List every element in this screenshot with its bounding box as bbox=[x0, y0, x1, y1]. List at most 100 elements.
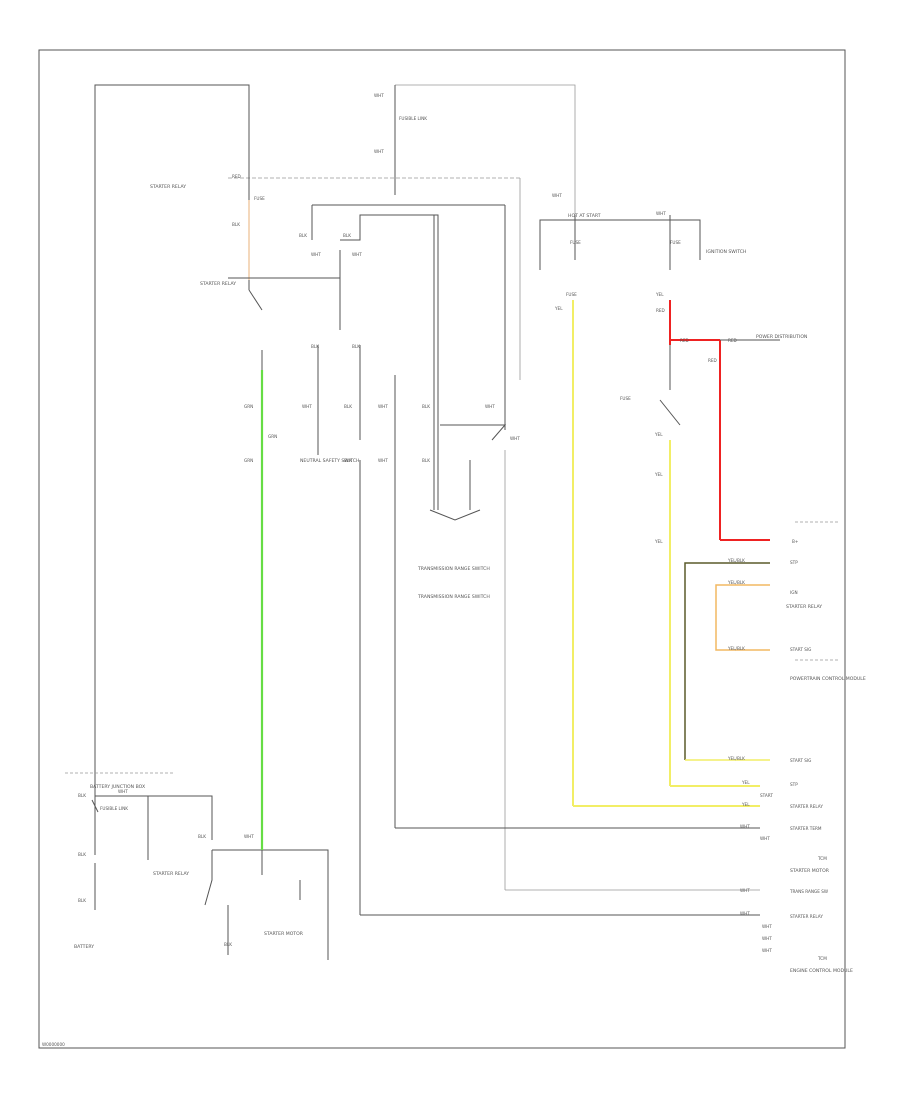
label-wht-k: WHT bbox=[656, 211, 666, 216]
label-wt-top2: WHT bbox=[374, 149, 384, 154]
label-red-e: RED bbox=[708, 358, 717, 363]
label-wht-o: WHT bbox=[740, 911, 750, 916]
label-red-d: RED bbox=[728, 338, 737, 343]
label-yel-c: YEL bbox=[654, 432, 663, 437]
label-wht-e: WHT bbox=[302, 404, 312, 409]
label-ground: NEUTRAL SAFETY SWITCH bbox=[300, 458, 359, 464]
label-ylw-blk-b: YEL/BLK bbox=[727, 580, 745, 585]
label-wht-c: WHT bbox=[311, 252, 321, 257]
label-wht-n: WHT bbox=[760, 836, 770, 841]
wire-olive bbox=[684, 562, 770, 760]
wire-switch-right bbox=[440, 424, 507, 441]
label-tcm: TCM bbox=[817, 856, 827, 861]
ign-switch-sym bbox=[659, 399, 681, 426]
label-fuse-c: FUSE bbox=[670, 240, 681, 245]
label-blk-j: BLK bbox=[78, 793, 86, 798]
label-wht-m: WHT bbox=[740, 888, 750, 893]
label-red-a: RED bbox=[232, 174, 241, 179]
bus-right-top bbox=[539, 219, 701, 270]
label-grn-b: GRN bbox=[268, 434, 277, 439]
label-fuse-a: FUSE bbox=[254, 196, 265, 201]
relay-switch-sym bbox=[248, 289, 263, 311]
label-wt-top: WHT bbox=[374, 93, 384, 98]
label-fuse-d: FUSE bbox=[566, 292, 577, 297]
label-ylw-blk-a: YEL/BLK bbox=[727, 558, 745, 563]
label-start-sig: START SIG bbox=[790, 647, 811, 652]
diagram-frame bbox=[38, 49, 846, 1049]
label-wht-t: WHT bbox=[244, 834, 254, 839]
label-yel-e: YEL bbox=[654, 539, 663, 544]
relay-switch-left bbox=[204, 850, 213, 906]
label-wht-d: WHT bbox=[352, 252, 362, 257]
label-yel-d: YEL bbox=[654, 472, 663, 477]
label-start-sig2: START SIG bbox=[790, 758, 811, 763]
label-grn-a: GRN bbox=[244, 404, 253, 409]
label-blk-e: BLK bbox=[352, 344, 360, 349]
label-blk-l: BLK bbox=[198, 834, 206, 839]
wire-starter-box bbox=[212, 849, 329, 960]
label-blk-n: BLK bbox=[224, 942, 232, 947]
right-wiring bbox=[360, 215, 840, 916]
trans-switch-symbol bbox=[429, 509, 481, 521]
label-starter-relay-mid: STARTER RELAY bbox=[200, 281, 236, 287]
wire-orange bbox=[715, 584, 770, 651]
label-battery: BATTERY bbox=[74, 944, 94, 950]
label-stp: STP bbox=[790, 560, 798, 565]
label-starter-relay-b: STARTER RELAY bbox=[153, 871, 189, 877]
label-starter-term: STARTER TERM bbox=[790, 826, 822, 831]
label-blk-d: BLK bbox=[311, 344, 319, 349]
label-yel-b: YEL bbox=[655, 292, 664, 297]
label-red-c: RED bbox=[680, 338, 689, 343]
label-engine-control: ENGINE CONTROL MODULE bbox=[790, 968, 853, 974]
label-start-relay-right: STARTER RELAY bbox=[786, 604, 822, 610]
label-trans-switch-2: TRANSMISSION RANGE SWITCH bbox=[417, 594, 490, 600]
label-blk-m: BLK bbox=[78, 898, 86, 903]
label-wht-p: WHT bbox=[762, 924, 772, 929]
label-blk-f: BLK bbox=[344, 404, 352, 409]
label-wht-f: WHT bbox=[378, 404, 388, 409]
label-fuse-e: FUSE bbox=[620, 396, 631, 401]
label-grn-c: GRN bbox=[244, 458, 253, 463]
label-ylw-blk-c: YEL/BLK bbox=[727, 646, 745, 651]
label-blk-i: BLK bbox=[422, 458, 430, 463]
label-yel-a: YEL bbox=[554, 306, 563, 311]
label-ign: IGN bbox=[790, 590, 798, 595]
fuse-link-symbol bbox=[91, 799, 99, 813]
label-pcm: POWERTRAIN CONTROL MODULE bbox=[790, 676, 866, 682]
label-yel-f: YEL bbox=[741, 780, 750, 785]
label-starter-motor-r: STARTER MOTOR bbox=[790, 868, 830, 874]
label-blk-b: BLK bbox=[299, 233, 307, 238]
label-blk-c: BLK bbox=[343, 233, 351, 238]
label-starter-relay-r3: STARTER RELAY bbox=[790, 914, 823, 919]
label-wht-q: WHT bbox=[762, 936, 772, 941]
label-trans-switch-1: TRANSMISSION RANGE SWITCH bbox=[417, 566, 490, 572]
diagram-code: W0000000 bbox=[42, 1042, 65, 1047]
label-fuse-link-top: FUSIBLE LINK bbox=[399, 116, 427, 121]
label-blk-h: BLK bbox=[344, 458, 352, 463]
label-fuse-b: FUSE bbox=[570, 240, 581, 245]
label-wht-g: WHT bbox=[485, 404, 495, 409]
label-yel-g: YEL bbox=[741, 802, 750, 807]
label-blk-a: BLK bbox=[232, 222, 240, 227]
wire-top-right-loop bbox=[395, 84, 576, 245]
label-tcm-b: TCM bbox=[817, 956, 827, 961]
label-power-dist: POWER DISTRIBUTION bbox=[756, 334, 807, 340]
label-wht-i: WHT bbox=[378, 458, 388, 463]
label-hot-start: HOT AT START bbox=[568, 213, 601, 219]
label-blk-g: BLK bbox=[422, 404, 430, 409]
label-fusible-link-b: FUSIBLE LINK bbox=[100, 806, 128, 811]
label-blk-k: BLK bbox=[78, 852, 86, 857]
label-wht-h: WHT bbox=[510, 436, 520, 441]
left-wiring bbox=[65, 84, 329, 960]
label-pcm-b: B+ bbox=[792, 539, 799, 544]
label-starter-motor: STARTER MOTOR bbox=[264, 931, 304, 937]
label-ylw-blk-d: YEL/BLK bbox=[727, 756, 745, 761]
label-wht-j: WHT bbox=[552, 193, 562, 198]
label-battery-junction: BATTERY JUNCTION BOX bbox=[90, 784, 145, 790]
diagram-labels: WHT FUSIBLE LINK WHT STARTER RELAY RED F… bbox=[42, 93, 866, 1047]
wire-battery-loop bbox=[94, 84, 250, 855]
label-ignition-switch: IGNITION SWITCH bbox=[706, 249, 746, 255]
label-start-b: START bbox=[760, 793, 773, 798]
